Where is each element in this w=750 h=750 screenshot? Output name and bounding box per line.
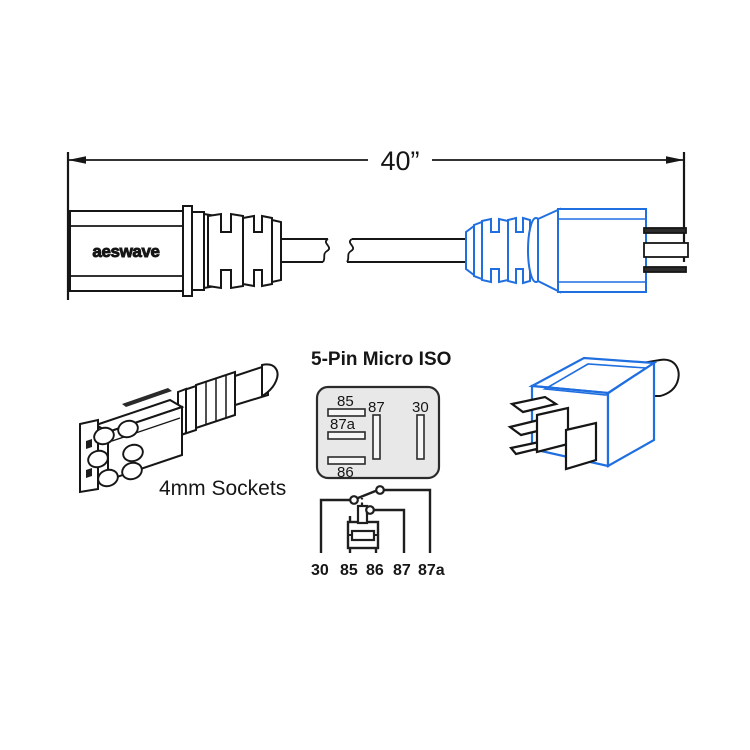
socket-hole-1	[93, 426, 115, 446]
schematic-label-85: 85	[340, 562, 358, 579]
relay-terminal-1	[509, 395, 559, 414]
schematic-label-30: 30	[311, 562, 329, 579]
socket-keyway-1	[86, 439, 92, 449]
socket-hole-6	[121, 461, 143, 481]
relay-slot-86	[327, 456, 366, 465]
relay-slot-30	[416, 414, 425, 460]
cable	[281, 238, 466, 263]
schematic-node-common	[349, 495, 359, 505]
dimension-label: 40”	[380, 146, 419, 176]
schematic-switch-arm	[357, 488, 379, 500]
blade-terminal-1	[643, 227, 687, 234]
relay-slot-85	[327, 408, 366, 417]
relay-pin-label-87: 87	[368, 399, 385, 416]
micro-iso-top-view: 85 87a 86 87 30	[315, 385, 441, 481]
strain-rib-3	[271, 218, 282, 284]
schematic-node-87	[365, 505, 375, 515]
arrowhead-right	[666, 156, 684, 164]
relay-slot-87a	[327, 431, 366, 440]
socket-hole-3	[87, 449, 109, 469]
sockets-connector-3d	[79, 363, 279, 494]
socket-hole-2	[117, 419, 139, 439]
relay-pin-label-85: 85	[337, 393, 354, 410]
schematic-leg-87	[373, 508, 406, 553]
relay-pin-label-30: 30	[412, 399, 429, 416]
cable-break-icon	[322, 238, 355, 263]
socket-keyway-2	[86, 468, 92, 478]
strain-rib-block-a	[207, 212, 244, 290]
schematic-label-86: 86	[366, 562, 384, 579]
cable-break-curve-2	[346, 238, 355, 263]
relay-body-top-inner	[542, 363, 649, 396]
socket-hole-5	[97, 468, 119, 488]
blue-rib-block-b	[507, 216, 531, 285]
schematic-label-87a: 87a	[418, 562, 445, 579]
socket-holes	[87, 419, 144, 488]
schematic-node-87a	[375, 485, 385, 495]
arrowhead-left	[68, 156, 86, 164]
socket-hole-4	[122, 443, 144, 463]
blade-terminal-3	[643, 266, 687, 273]
blue-connector-body	[557, 208, 647, 293]
relay-3d	[507, 356, 680, 471]
blue-rib-1	[465, 224, 475, 277]
socket-body-label-strip	[122, 388, 172, 407]
blue-taper	[537, 207, 561, 294]
dimension-40-inch	[66, 152, 686, 300]
socket-body-side-face	[107, 405, 183, 482]
schematic-leg-87a	[381, 488, 432, 553]
blade-terminal-2	[643, 242, 689, 258]
relay-pin-label-86: 86	[337, 464, 354, 481]
strain-rib-block-b	[242, 214, 273, 288]
schematic-label-87: 87	[393, 562, 411, 579]
sockets-caption: 4mm Sockets	[159, 477, 286, 500]
schematic-coil	[350, 529, 376, 542]
aeswave-logo: aeswave	[92, 242, 159, 261]
left-connector-flange	[182, 205, 193, 297]
relay-schematic	[319, 485, 432, 553]
relay-pin-label-87a: 87a	[330, 416, 356, 433]
strain-rib-1	[191, 211, 205, 291]
cable-break-curve-1	[322, 238, 331, 263]
relay-terminal-5	[564, 421, 598, 471]
schematic-pin-labels: 30 85 86 87 87a	[311, 562, 445, 579]
relay-slot-87	[372, 414, 381, 460]
micro-iso-title: 5-Pin Micro ISO	[311, 349, 451, 370]
relay-terminal-4	[535, 406, 570, 454]
relay-blade-terminals	[643, 227, 689, 273]
socket-cable-end	[261, 363, 279, 398]
left-connector	[69, 205, 282, 297]
blue-rib-2	[473, 220, 483, 281]
right-connector-blue	[465, 207, 647, 294]
schematic-leg-30	[319, 498, 351, 553]
